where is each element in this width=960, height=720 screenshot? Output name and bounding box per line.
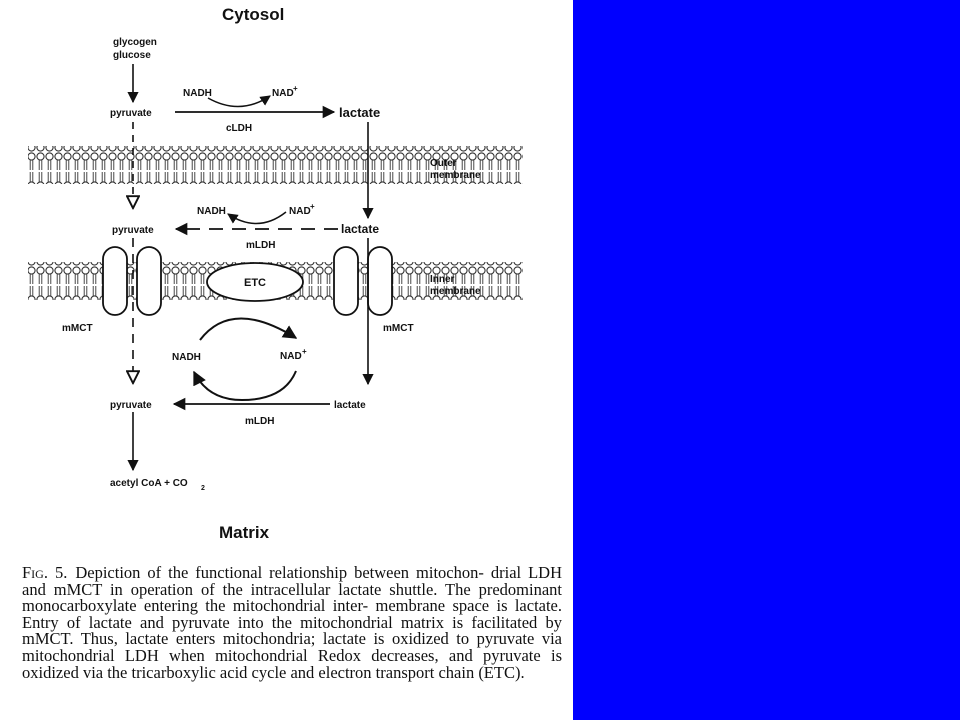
caption-line-1: Depiction of the functional relationship… [75, 563, 484, 582]
glycogen-label: glycogen [113, 37, 157, 48]
nad-matrix-sup: + [302, 347, 307, 356]
pyruvate-ims-label: pyruvate [112, 225, 154, 236]
caption-line-8: tricarboxylic acid cycle and electron tr… [131, 662, 525, 682]
acetyl-coa-label: acetyl CoA + CO [110, 478, 188, 489]
etc-label: ETC [244, 277, 266, 289]
inner-membrane-label-1: Inner [430, 274, 455, 285]
nad-cytosol-label: NAD [272, 88, 294, 99]
outer-membrane-label-2: membrane [430, 170, 481, 181]
matrix-title: Matrix [219, 523, 270, 542]
etc-ellipse [206, 262, 304, 302]
outer-membrane-label-1: Outer [430, 158, 457, 169]
glucose-label: glucose [113, 50, 151, 61]
figure-panel: Cytosol Matrix Outer membrane Inner memb… [22, 5, 563, 682]
lactate-ims-label: lactate [341, 222, 379, 236]
mldh-ims-label: mLDH [246, 240, 275, 251]
nadh-matrix-label: NADH [172, 352, 201, 363]
lactate-cytosol-label: lactate [339, 105, 380, 120]
mldh-ims-cofactor-arrow [227, 211, 287, 225]
inner-membrane-label-2: membrane [430, 286, 481, 297]
cldh-label: cLDH [226, 123, 252, 134]
pyruvate-matrix-label: pyruvate [110, 400, 152, 411]
etc-cycle-upper-arrow [199, 317, 298, 341]
caption-line-7: when mitochondrial Redox decreases, and … [22, 645, 562, 682]
pyruvate-cytosol-label: pyruvate [110, 108, 152, 119]
nad-ims-label: NAD [289, 206, 311, 217]
blue-side-panel [573, 0, 960, 720]
mmct-left-label: mMCT [62, 323, 93, 334]
nadh-ims-label: NADH [197, 206, 226, 217]
cldh-cofactor-arrow [207, 95, 271, 108]
figure-caption: Fig. 5. Depiction of the functional relat… [22, 563, 563, 682]
etc-cycle-lower-arrow [193, 370, 297, 402]
cytosol-title: Cytosol [222, 5, 284, 24]
nad-matrix-label: NAD [280, 351, 302, 362]
lactate-matrix-label: lactate [334, 400, 366, 411]
mmct-right-label: mMCT [383, 323, 414, 334]
caption-line-2: drial LDH and mMCT in operation of the i… [22, 563, 562, 599]
figure-number: Fig. 5. [22, 563, 68, 582]
nad-cytosol-sup: + [293, 84, 298, 93]
nad-ims-sup: + [310, 202, 315, 211]
caption-line-4: membrane space is lactate. Entry of lact… [22, 596, 563, 632]
mmct-left-transporter [102, 246, 162, 316]
mldh-matrix-label: mLDH [245, 416, 274, 427]
caption-line-6: mitochondria; lactate is oxidized to pyr… [22, 629, 563, 665]
co2-subscript: 2 [201, 485, 205, 492]
caption-line-5: mitochondrial matrix is facilitated by m… [22, 612, 562, 649]
nadh-cytosol-label: NADH [183, 88, 212, 99]
caption-line-3: The predominant monocarboxylate entering… [22, 579, 562, 616]
lactate-shuttle-diagram: Cytosol Matrix Outer membrane Inner memb… [28, 5, 523, 542]
outer-membrane [28, 146, 523, 184]
